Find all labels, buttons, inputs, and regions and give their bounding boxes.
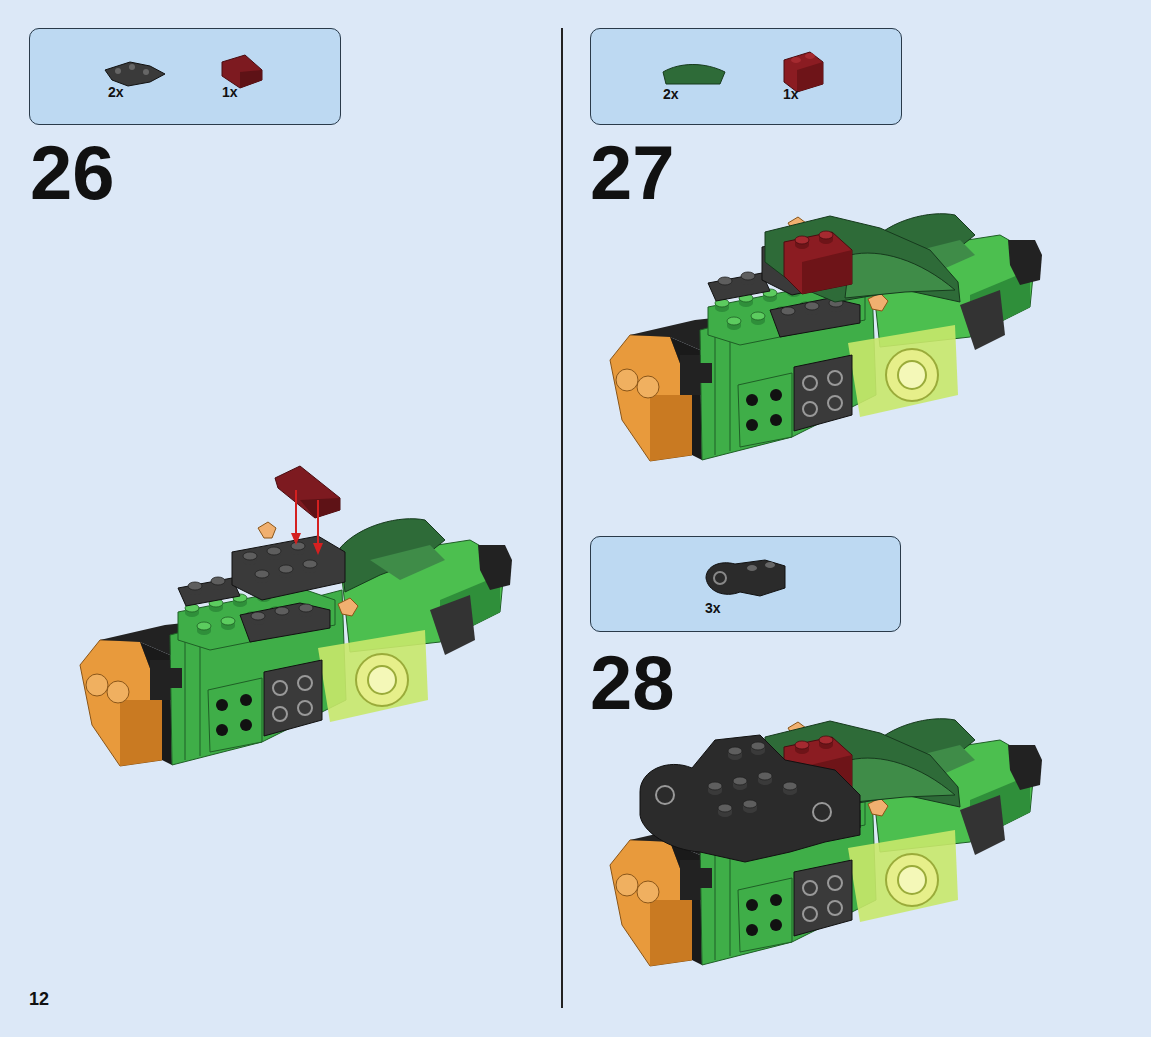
step-number: 28 xyxy=(590,645,675,721)
parts-callout: 2x 1x xyxy=(590,28,902,125)
part-quantity: 1x xyxy=(222,85,238,99)
parts-callout: 2x 1x xyxy=(29,28,341,125)
part-quantity: 2x xyxy=(108,85,124,99)
part-quantity: 2x xyxy=(663,87,679,101)
page-number: 12 xyxy=(29,990,49,1008)
parts-callout: 3x xyxy=(590,536,901,632)
step-number: 26 xyxy=(30,135,115,211)
step-number: 27 xyxy=(590,135,675,211)
part-quantity: 3x xyxy=(705,601,721,615)
part-quantity: 1x xyxy=(783,87,799,101)
